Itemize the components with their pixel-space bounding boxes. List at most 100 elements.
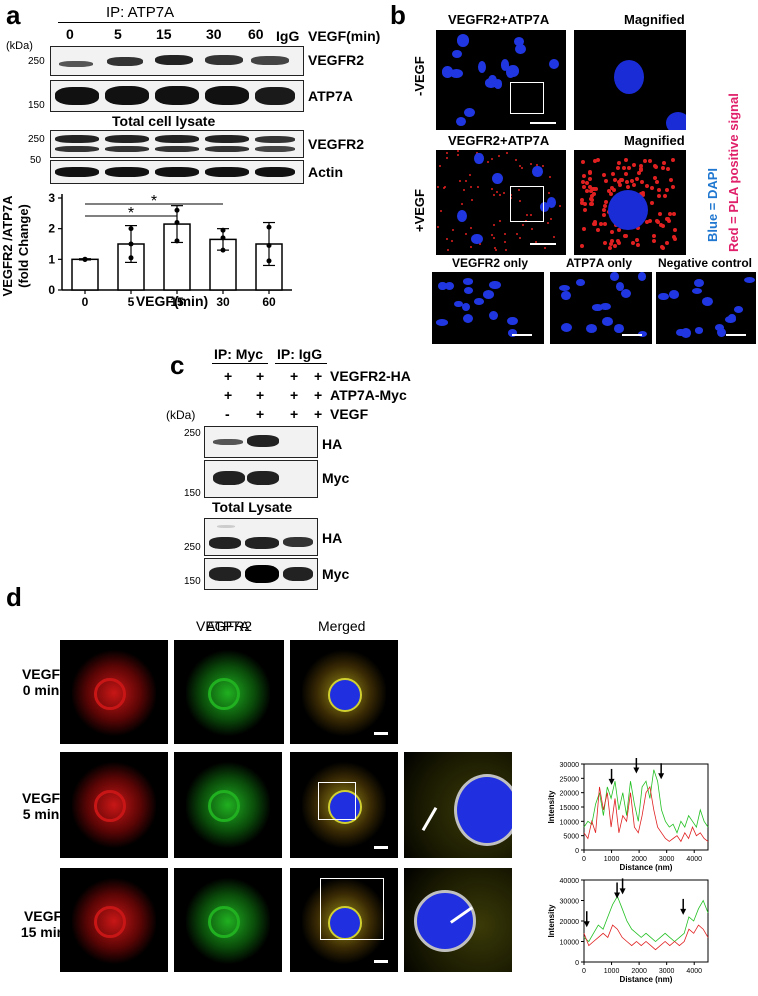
pla-dot <box>491 157 494 160</box>
d-atp7a-row1 <box>174 752 282 858</box>
nucleus <box>462 278 474 285</box>
nucleus <box>489 311 499 321</box>
nucleus <box>716 327 726 337</box>
pla-dot <box>478 243 481 246</box>
d-atp7a-row0 <box>174 640 282 744</box>
pla-dot <box>664 216 669 221</box>
b-title-mid-right: Magnified <box>624 133 685 148</box>
nucleus <box>488 280 501 289</box>
pla-dot <box>617 160 622 165</box>
sign: + <box>224 387 233 403</box>
nucleus <box>414 890 476 952</box>
nucleus <box>725 316 737 323</box>
nucleus <box>547 197 557 208</box>
pla-dot <box>603 203 608 208</box>
d-vegfr2-row2 <box>60 868 168 972</box>
pla-dot <box>639 163 644 168</box>
chart-ylabel-line2: (fold Change) <box>16 204 31 288</box>
pla-dot <box>638 168 643 173</box>
pla-dot <box>492 223 495 226</box>
row-label-line: VEGF <box>21 790 61 806</box>
x-tick-label: 1000 <box>604 968 620 975</box>
row-label-line: 15 min <box>20 924 66 940</box>
nucleus <box>638 272 647 281</box>
nucleus <box>614 324 624 333</box>
data-point <box>266 224 272 230</box>
scale-bar <box>512 334 532 336</box>
x-tick-label: 30 <box>216 295 230 309</box>
pla-dot <box>445 238 448 241</box>
sign: + <box>314 406 323 422</box>
arrow-head <box>608 778 615 785</box>
panel-c-label: c <box>170 350 185 380</box>
pla-dot <box>661 160 666 165</box>
y-tick-label: 0 <box>575 960 579 967</box>
pla-dot <box>627 166 632 171</box>
y-tick-label: 40000 <box>560 878 580 885</box>
pla-dot <box>542 164 545 167</box>
pla-dot <box>617 179 622 184</box>
data-point <box>220 235 226 241</box>
plot-ylabel: Intensity <box>547 904 556 937</box>
pla-dot <box>647 159 652 164</box>
col-label-atp7a: ATP7A <box>206 618 250 634</box>
pla-dot <box>510 196 513 199</box>
data-point <box>128 226 134 232</box>
pla-dot <box>585 180 590 185</box>
timepoint-row: 0 5 15 30 60 <box>62 26 272 42</box>
ip-myc-line <box>212 363 268 364</box>
ip-header: IP: ATP7A <box>106 4 175 21</box>
pla-dot <box>622 165 627 170</box>
arrow-head <box>619 888 626 895</box>
pla-dot <box>631 162 636 167</box>
pla-dot <box>659 244 664 249</box>
intensity-trace <box>583 895 709 943</box>
sign: - <box>225 406 230 422</box>
scale-bar <box>530 243 556 245</box>
y-tick-label: 10000 <box>560 819 580 826</box>
c-blot-myc-lysate <box>204 558 318 590</box>
treatment-row: + + + + VEGFR2-HA <box>214 368 444 386</box>
total-cell-lysate-label: Total cell lysate <box>112 113 216 129</box>
kda-label: (kDa) <box>6 40 33 52</box>
pla-neg-vegf-magnified <box>574 30 686 130</box>
pla-dot <box>668 212 673 217</box>
pla-dot <box>650 201 655 206</box>
c-kda-label: (kDa) <box>166 408 196 422</box>
pla-dot <box>504 248 507 251</box>
pla-dot <box>588 176 593 181</box>
data-point <box>174 207 180 213</box>
x-tick-label: 1000 <box>604 856 620 863</box>
pla-dot <box>469 245 472 248</box>
timepoint-15: 15 <box>156 26 172 42</box>
pla-dot <box>609 239 614 244</box>
plot-ylabel: Intensity <box>547 790 556 823</box>
pla-dot <box>671 158 676 163</box>
pla-dot <box>659 223 664 228</box>
plot-xlabel: Distance (nm) <box>620 863 673 872</box>
ip-line <box>58 22 260 23</box>
nucleus <box>507 65 519 77</box>
pla-dot <box>624 171 629 176</box>
pla-dot <box>653 165 658 170</box>
pla-dot <box>439 210 442 213</box>
data-point <box>266 258 272 264</box>
arrow-head <box>680 908 687 915</box>
pla-dot <box>656 188 661 193</box>
pla-dot <box>580 200 584 205</box>
arrow-head <box>614 892 621 899</box>
pla-dot <box>476 185 479 188</box>
pla-dot <box>672 236 677 241</box>
cell-region <box>94 906 126 938</box>
pla-dot <box>471 198 474 201</box>
nucleus <box>435 319 448 326</box>
pla-dot <box>581 160 586 165</box>
pla-dot <box>447 249 450 252</box>
pla-dot <box>640 192 645 197</box>
pla-dot <box>502 192 505 195</box>
control-label-negative: Negative control <box>658 256 753 270</box>
pla-dot <box>652 176 657 181</box>
pla-dot <box>637 170 642 175</box>
pla-dot <box>493 246 496 249</box>
y-tick-label: 30000 <box>560 762 580 769</box>
